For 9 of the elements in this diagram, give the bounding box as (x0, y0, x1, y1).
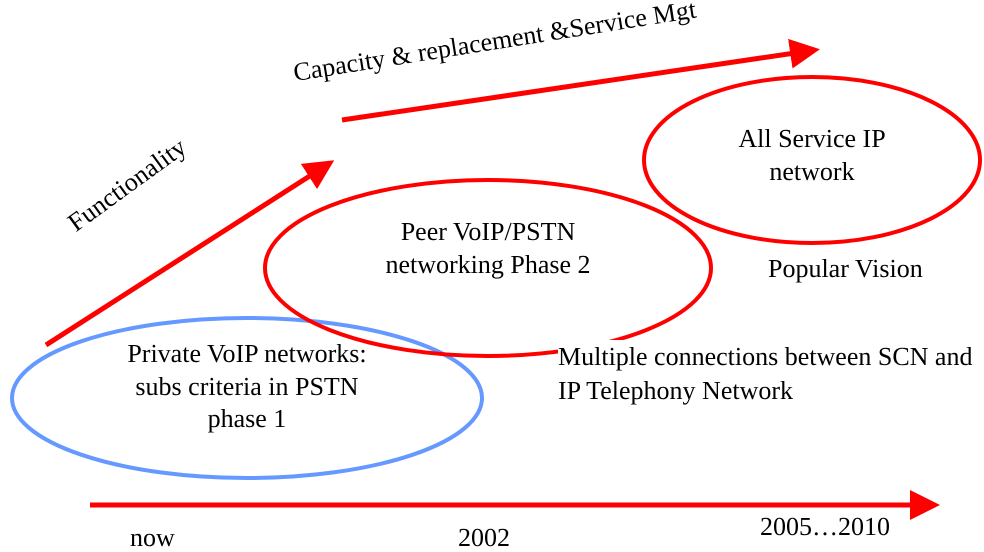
arrow-label: Capacity & replacement &Service Mgt (291, 0, 698, 88)
phase-ellipse (642, 75, 982, 245)
node-text: All Service IP network (737, 123, 887, 188)
node-text: Peer VoIP/PSTN networking Phase 2 (384, 216, 592, 281)
timeline-label: 2002 (458, 523, 510, 552)
timeline-label: 2005…2010 (760, 512, 890, 542)
node-text: Private VoIP networks: subs criteria in PSTN phase 1 (126, 338, 368, 435)
timeline-label: now (130, 523, 175, 552)
phase-ellipse (10, 316, 484, 480)
